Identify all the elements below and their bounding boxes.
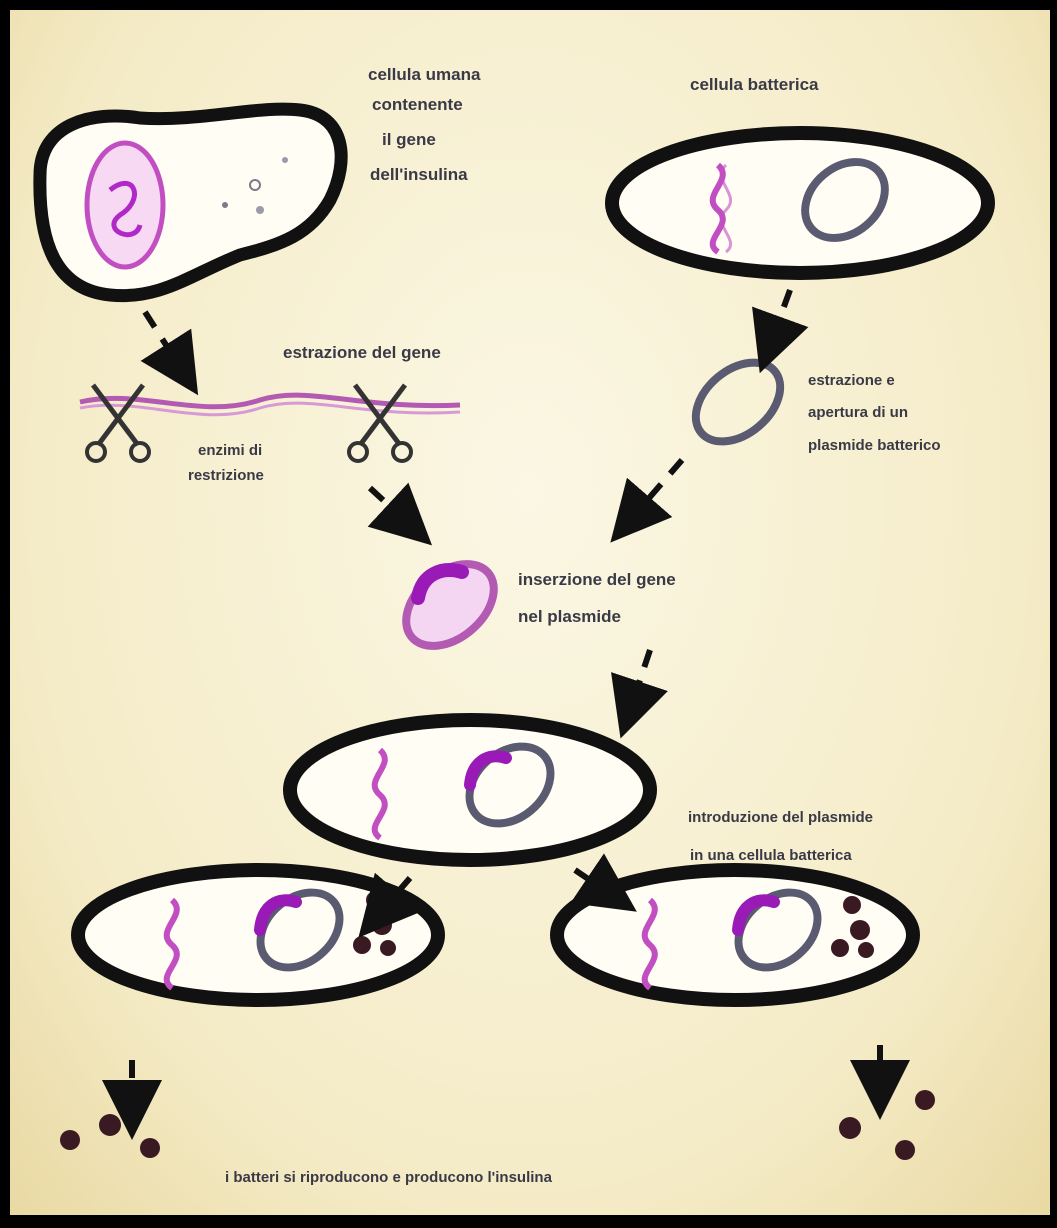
arrow-icon (630, 650, 650, 710)
arrow-icon (630, 460, 682, 520)
transformed-bacterium (290, 720, 650, 860)
arrow-icon (370, 488, 410, 525)
gene-strand (80, 395, 460, 415)
insulin-molecules-left (60, 1114, 160, 1158)
plasmid-extraction-label: estrazione e apertura di un plasmide bat… (808, 372, 941, 454)
daughter-bacterium-left (78, 870, 438, 1000)
scissors-icon (349, 385, 411, 461)
donor-cell-label: cellula umana contenente il gene dell'in… (368, 65, 481, 184)
arrow-icon (770, 290, 790, 345)
svg-text:enzimi di: enzimi di (198, 442, 262, 459)
reproduction-label: i batteri si riproducono e producono l'i… (225, 1169, 553, 1186)
insulin-molecules-right (839, 1090, 935, 1160)
insulin-molecule-icon (60, 1130, 80, 1150)
svg-text:nel plasmide: nel plasmide (518, 607, 621, 626)
gene-extraction-label: estrazione del gene (283, 343, 441, 362)
insulin-molecule-icon (915, 1090, 935, 1110)
opened-plasmid (681, 347, 796, 458)
svg-text:cellula umana: cellula umana (368, 65, 481, 84)
svg-text:estrazione e: estrazione e (808, 372, 895, 389)
svg-text:contenente: contenente (372, 95, 463, 114)
insulin-molecule-icon (99, 1114, 121, 1136)
svg-text:introduzione del plasmide: introduzione del plasmide (688, 809, 873, 826)
svg-text:restrizione: restrizione (188, 467, 264, 484)
svg-text:apertura di un: apertura di un (808, 404, 908, 421)
plasmid-introduction-label: introduzione del plasmide in una cellula… (688, 809, 873, 864)
restriction-enzymes-label: enzimi di restrizione (188, 442, 264, 484)
insulin-molecule-icon (895, 1140, 915, 1160)
arrow-icon (145, 312, 182, 370)
gene-insertion-label: inserzione del gene nel plasmide (518, 570, 676, 626)
svg-text:plasmide batterico: plasmide batterico (808, 437, 941, 454)
plasmid-icon (681, 347, 796, 458)
recombinant-plasmid (390, 548, 509, 663)
bacterial-cell-top (612, 133, 988, 273)
nucleus (87, 143, 163, 267)
bacterial-cell-label: cellula batterica (690, 75, 819, 94)
svg-text:dell'insulina: dell'insulina (370, 165, 468, 184)
svg-text:inserzione del gene: inserzione del gene (518, 570, 676, 589)
donor-human-cell (40, 109, 341, 296)
insulin-molecule-icon (140, 1138, 160, 1158)
svg-text:il gene: il gene (382, 130, 436, 149)
insulin-molecule-icon (839, 1117, 861, 1139)
daughter-bacterium-right (557, 870, 913, 1000)
svg-text:in una cellula batterica: in una cellula batterica (690, 847, 852, 864)
